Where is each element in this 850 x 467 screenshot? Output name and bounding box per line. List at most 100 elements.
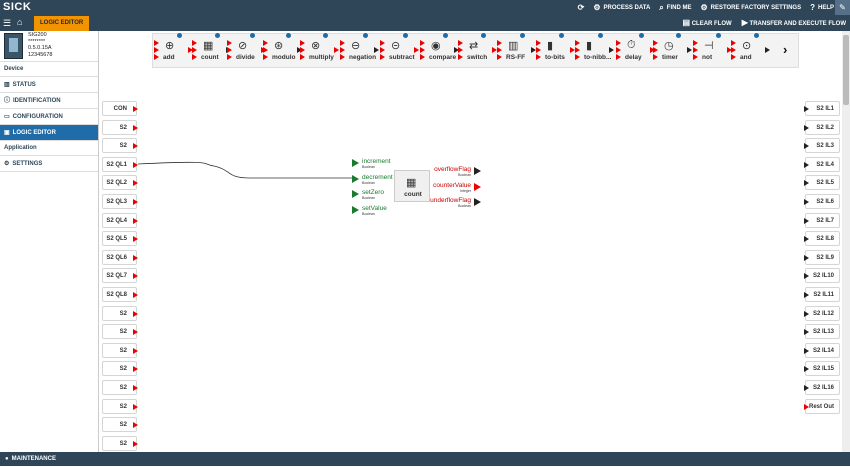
left-port-18[interactable]: S2 Qint.8 [102,435,137,462]
info-icon[interactable] [716,33,721,38]
right-port-6[interactable]: S2 IL7 [805,212,840,228]
bottom-bar[interactable]: ●MAINTENANCE [0,452,850,466]
logic-canvas[interactable] [99,31,842,452]
left-port-0[interactable]: CON [102,101,137,116]
refresh-icon[interactable]: ⟳ [577,2,585,12]
right-port-8[interactable]: S2 IL9 [805,249,840,265]
help-link[interactable]: ?HELP [810,2,834,12]
left-port-1[interactable]: S2 Ana... [102,119,137,146]
info-icon[interactable] [481,33,486,38]
palette-item-13[interactable]: timer [662,54,678,61]
input-pin-arrow-icon[interactable] [352,174,359,183]
palette-item-5[interactable]: negation [349,54,377,61]
count-block[interactable]: ▦ count [394,170,430,202]
palette-item-15[interactable]: and [740,54,752,61]
left-port-3[interactable]: S2 QL1 [102,156,137,172]
sidebar-item-status[interactable]: ▥STATUS [0,77,98,93]
right-port-10[interactable]: S2 IL11 [805,287,840,302]
sidebar-item-configuration[interactable]: ▭CONFIGURATION [0,109,98,125]
find-me-link[interactable]: ⌕FIND ME [659,2,692,12]
right-port-4[interactable]: S2 IL5 [805,175,840,191]
info-icon[interactable] [286,33,291,38]
info-icon[interactable] [250,33,255,38]
palette-item-9[interactable]: RS-FF [506,54,526,61]
chevron-right-icon[interactable]: › [783,42,788,57]
palette-item-12[interactable]: delay [625,54,642,61]
info-icon[interactable] [676,33,681,38]
left-port-2[interactable]: S2 Ana... [102,138,137,164]
info-icon[interactable] [215,33,220,38]
left-port-12[interactable]: S2 Qint.2 [102,324,137,350]
right-port-14[interactable]: S2 IL15 [805,361,840,377]
info-icon[interactable] [559,33,564,38]
sidebar-item-settings[interactable]: ⚙SETTINGS [0,156,98,172]
right-port-11[interactable]: S2 IL12 [805,305,840,321]
left-port-5[interactable]: S2 QL3 [102,194,137,209]
output-pin-arrow-icon[interactable] [474,182,481,191]
right-port-15[interactable]: S2 IL16 [805,380,840,395]
left-port-8[interactable]: S2 QL6 [102,249,137,265]
output-pin-arrow-icon[interactable] [474,167,481,175]
info-icon[interactable] [177,33,182,38]
left-port-6[interactable]: S2 QL4 [102,212,137,228]
right-port-5[interactable]: S2 IL6 [805,194,840,209]
info-icon[interactable] [520,33,525,38]
palette-item-1[interactable]: count [201,54,219,61]
restore-factory-settings-link[interactable]: ⚙RESTORE FACTORY SETTINGS [700,2,802,12]
info-icon[interactable] [443,33,448,38]
palette-item-14[interactable]: not [702,54,713,61]
menu-icon[interactable]: ☰ [3,18,12,28]
palette-input-arrow [536,40,541,46]
info-icon[interactable] [323,33,328,38]
right-port-1[interactable]: S2 IL2 [805,119,840,135]
right-port-9[interactable]: S2 IL10 [805,268,840,284]
palette-item-10[interactable]: to-bits [545,54,565,61]
info-icon[interactable] [754,33,759,38]
palette-item-0[interactable]: add [163,54,175,61]
palette-item-8[interactable]: switch [467,54,488,61]
right-port-0[interactable]: S2 IL1 [805,101,840,116]
sidebar-item-logic-editor[interactable]: ▣LOGIC EDITOR [0,125,98,141]
info-icon[interactable] [363,33,368,38]
input-pin-arrow-icon[interactable] [352,190,359,198]
right-port-7[interactable]: S2 IL8 [805,231,840,247]
left-port-7[interactable]: S2 QL5 [102,231,137,247]
tab-logic-editor[interactable]: LOGIC EDITOR [34,16,90,31]
info-icon[interactable] [639,33,644,38]
palette-item-6[interactable]: subtract [389,54,415,61]
clear-flow-button[interactable]: ▤ CLEAR FLOW [682,18,732,28]
input-pin-arrow-icon[interactable] [352,205,359,214]
search-icon: ⌕ [659,2,664,12]
palette-item-2[interactable]: divide [236,54,255,61]
right-port-12[interactable]: S2 IL13 [805,324,840,340]
left-port-9[interactable]: S2 QL7 [102,268,137,284]
right-port-3[interactable]: S2 IL4 [805,156,840,172]
input-pin-arrow-icon[interactable] [352,159,359,167]
palette-input-arrow [575,47,580,53]
info-icon[interactable] [403,33,408,38]
left-port-16[interactable]: S2 Qint.6 [102,398,137,425]
left-port-14[interactable]: S2 Qint.4 [102,361,137,387]
process-data-link[interactable]: ⚙PROCESS DATA [593,2,651,12]
vertical-scrollbar[interactable] [842,31,850,452]
palette-item-4[interactable]: multiply [309,54,334,61]
left-port-13[interactable]: S2 Qint.3 [102,342,137,369]
palette-item-3[interactable]: modulo [272,54,296,61]
right-port-13[interactable]: S2 IL14 [805,342,840,358]
palette-item-11[interactable]: to-nibb... [584,54,612,61]
left-port-10[interactable]: S2 QL8 [102,287,137,302]
left-port-17[interactable]: S2 Qint.7 [102,417,137,443]
right-port-16[interactable]: Rest Out [805,398,840,414]
left-port-15[interactable]: S2 Qint.5 [102,380,137,406]
info-icon[interactable] [598,33,603,38]
left-port-4[interactable]: S2 QL2 [102,175,137,191]
pencil-icon[interactable]: ✎ [835,0,850,15]
home-icon[interactable]: ⌂ [17,17,23,27]
scrollbar-thumb[interactable] [843,35,849,105]
left-port-11[interactable]: S2 Qint.1 [102,305,137,332]
palette-item-7[interactable]: compare [429,54,457,61]
transfer-execute-button[interactable]: ▶ TRANSFER AND EXECUTE FLOW [741,18,846,28]
output-pin-arrow-icon[interactable] [474,198,481,206]
right-port-2[interactable]: S2 IL3 [805,138,840,154]
